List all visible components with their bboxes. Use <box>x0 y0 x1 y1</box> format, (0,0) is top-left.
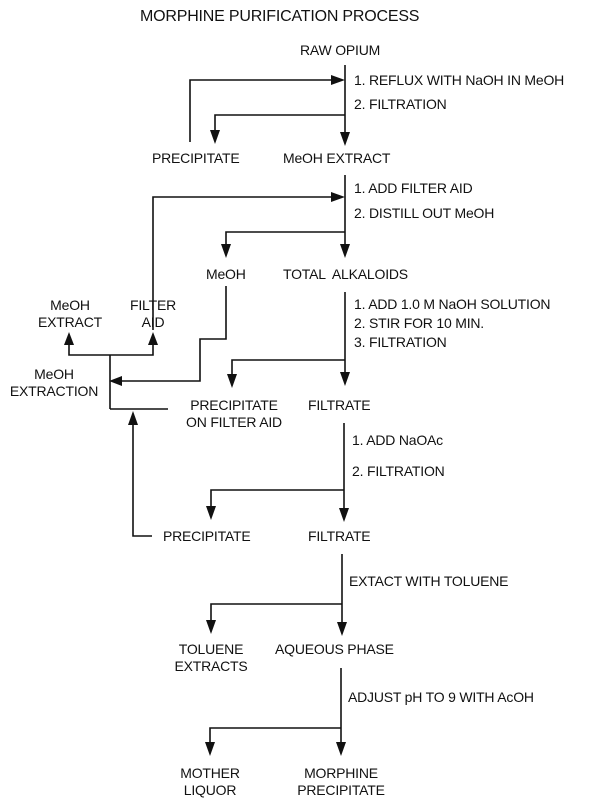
node-toluene-extracts-line1: TOLUENE <box>178 641 244 657</box>
arrowhead-meoh <box>221 244 231 258</box>
diagram-title: MORPHINE PURIFICATION PROCESS <box>140 8 420 25</box>
node-aqueous-phase: AQUEOUS PHASE <box>275 641 394 657</box>
step-4-add-naoac: 1. ADD NaOAc <box>352 432 443 448</box>
node-morphine-precipitate-line2: PRECIPITATE <box>297 782 385 798</box>
node-precipitate-2: PRECIPITATE <box>163 528 251 544</box>
branch-precipitate-1 <box>214 114 345 138</box>
node-morphine-precipitate: MORPHINE PRECIPITATE <box>288 765 394 799</box>
step-4-filtration: 2. FILTRATION <box>352 463 445 479</box>
arrowhead-precipitate-filter-aid <box>227 374 237 388</box>
node-meoh-extract: MeOH EXTRACT <box>283 150 391 166</box>
arrowhead-aqueous-phase <box>337 622 347 636</box>
arrowhead-filtrate-1 <box>340 372 350 386</box>
arrowhead-filtrate-2 <box>339 508 349 522</box>
step-1-filtration: 2. FILTRATION <box>354 96 447 112</box>
arrowhead-meoh-extract-out <box>64 332 74 345</box>
node-meoh-extract-out-line2: EXTRACT <box>38 314 102 330</box>
arrowhead-recycle-step1 <box>331 75 345 85</box>
arrowhead-recycle-step2 <box>331 192 345 202</box>
step-2-distill: 2. DISTILL OUT MeOH <box>354 205 495 221</box>
arrowhead-recycle-extraction <box>128 411 138 425</box>
arrowhead-morphine-precipitate <box>336 742 346 756</box>
branch-mother-liquor <box>209 727 341 748</box>
node-meoh-extract-out-line1: MeOH <box>50 297 90 313</box>
step-3-filtration: 3. FILTRATION <box>354 334 447 350</box>
node-morphine-precipitate-line1: MORPHINE <box>304 765 378 781</box>
branch-meoh <box>225 231 345 252</box>
node-filter-aid-out-line1: FILTER <box>130 297 176 313</box>
meoh-to-extraction-line <box>122 286 227 382</box>
branch-precipitate-2 <box>210 489 344 510</box>
branch-precipitate-filter-aid <box>231 359 345 378</box>
arrowhead-meoh-extraction <box>109 376 122 386</box>
node-toluene-extracts-line2: EXTRACTS <box>174 658 248 674</box>
arrowhead-meoh-extract <box>340 132 350 146</box>
arrowhead-toluene-extracts <box>206 620 216 634</box>
node-precipitate-filter-aid-line2: ON FILTER AID <box>186 414 282 430</box>
step-2-add-filter-aid: 1. ADD FILTER AID <box>354 180 473 196</box>
extraction-split <box>68 345 154 356</box>
node-filter-aid-out-line2: AID <box>141 314 165 330</box>
filter-aid-recycle-line <box>152 196 333 330</box>
arrowhead-mother-liquor <box>205 742 215 756</box>
node-meoh-extraction: MeOH EXTRACTION <box>2 366 106 400</box>
node-meoh: MeOH <box>206 266 246 282</box>
node-filtrate-1: FILTRATE <box>308 397 371 413</box>
step-3-add-naoh: 1. ADD 1.0 M NaOH SOLUTION <box>354 296 551 312</box>
node-toluene-extracts: TOLUENE EXTRACTS <box>168 641 254 675</box>
arrowhead-precipitate-1 <box>210 130 220 144</box>
arrowhead-filter-aid-out <box>148 332 158 345</box>
node-filter-aid-out: FILTER AID <box>120 297 186 331</box>
node-precipitate-filter-aid-line1: PRECIPITATE <box>190 397 278 413</box>
node-filtrate-2: FILTRATE <box>308 528 371 544</box>
step-1-reflux: 1. REFLUX WITH NaOH IN MeOH <box>354 72 565 88</box>
node-mother-liquor: MOTHER LIQUOR <box>170 765 250 799</box>
node-mother-liquor-line2: LIQUOR <box>183 782 237 798</box>
node-total-alkaloids: TOTAL ALKALOIDS <box>283 266 408 282</box>
arrowhead-precipitate-2 <box>206 506 216 520</box>
step-6-adjust-ph: ADJUST pH TO 9 WITH AcOH <box>348 689 534 705</box>
node-raw-opium: RAW OPIUM <box>300 42 381 58</box>
node-mother-liquor-line1: MOTHER <box>180 765 240 781</box>
branch-toluene-extracts <box>210 603 342 624</box>
arrowhead-total-alkaloids <box>340 244 350 258</box>
step-5-toluene: EXTACT WITH TOLUENE <box>349 573 509 589</box>
precipitate-2-recycle-line <box>132 425 152 537</box>
node-precipitate-filter-aid: PRECIPITATE ON FILTER AID <box>172 397 296 431</box>
node-meoh-extract-out: MeOH EXTRACT <box>30 297 110 331</box>
node-precipitate-1: PRECIPITATE <box>152 150 240 166</box>
recycle-precipitate-line <box>189 79 333 142</box>
node-meoh-extraction-line2: EXTRACTION <box>9 383 99 399</box>
step-3-stir: 2. STIR FOR 10 MIN. <box>354 315 484 331</box>
node-meoh-extraction-line1: MeOH <box>34 366 74 382</box>
